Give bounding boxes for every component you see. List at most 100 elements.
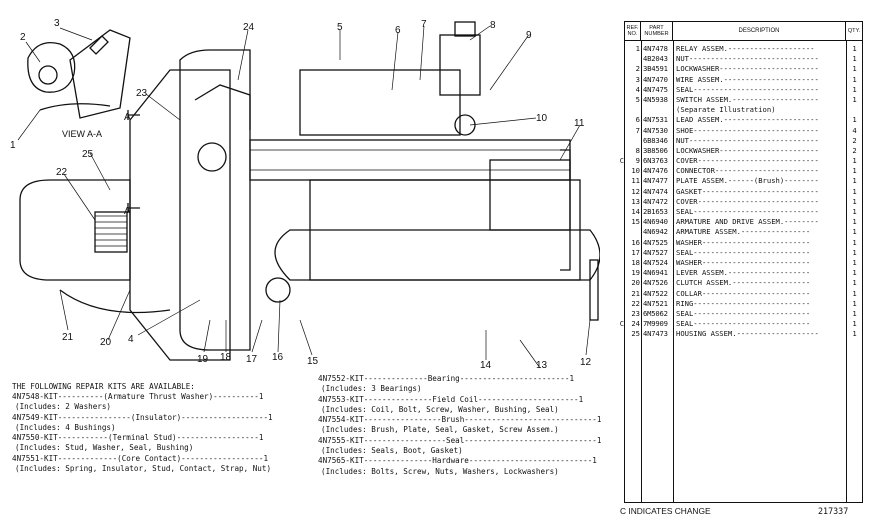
- qty-cell: 1: [852, 227, 857, 237]
- brush-plate: [489, 159, 571, 231]
- qty-cell: 1: [852, 176, 857, 186]
- part-number-cell: 4N7473: [643, 329, 668, 339]
- ref-no-cell: 1: [635, 44, 640, 53]
- change-indicator-note: C INDICATES CHANGE: [620, 506, 711, 516]
- qty-cell: 1: [852, 84, 857, 94]
- ref-no-cell: 7: [635, 125, 640, 135]
- part-number-cell: 3B8506: [643, 145, 668, 155]
- description-cell: COVER----------------------------: [676, 156, 819, 166]
- part-number-cell: 6N3763: [643, 156, 668, 166]
- description-cell: SEAL-----------------------------: [676, 207, 819, 216]
- part-number-cell: 4N7476: [643, 166, 668, 176]
- callout-17: 17: [246, 354, 258, 365]
- qty-cell: 1: [852, 268, 857, 278]
- part-number-cell: 4N6942: [643, 227, 668, 237]
- part-number-cell: 6M5062: [643, 308, 668, 318]
- section-arrow-upper: [127, 110, 140, 120]
- qty-cell: 1: [852, 44, 857, 53]
- solenoid-terminal-block: [439, 34, 481, 96]
- part-number-cell: 4N7521: [643, 298, 668, 308]
- callout-13: 13: [536, 360, 548, 371]
- change-mark: C: [619, 320, 624, 329]
- commutator-end-cover: [560, 149, 571, 271]
- ref-no-cell: 2: [635, 64, 640, 74]
- ref-no-cell: 8: [635, 145, 640, 155]
- ref-no-cell: 17: [631, 247, 640, 257]
- part-number-cell: 3B4591: [643, 64, 668, 74]
- part-number-cell: 4N7472: [643, 196, 668, 206]
- qty-cell: 2: [852, 135, 857, 145]
- ref-no-cell: 15: [631, 217, 640, 227]
- part-number-cell: 4N7522: [643, 288, 668, 298]
- qty-cell: 1: [852, 74, 857, 84]
- kit-note: (Includes: Brush, Plate, Seal, Gasket, S…: [321, 425, 559, 435]
- qty-cell: 1: [852, 237, 857, 247]
- leader-lines: [17, 25, 591, 369]
- lever-pivot: [194, 84, 251, 130]
- description-cell: ARMATURE ASSEM.----------------: [676, 227, 811, 237]
- kit-note: (Includes: 2 Washers): [15, 402, 112, 412]
- ref-no-cell: 10: [631, 166, 640, 176]
- kit-note: (Includes: Stud, Washer, Seal, Bushing): [15, 443, 194, 453]
- callout-15: 15: [307, 356, 319, 367]
- ref-no-cell: 6: [635, 115, 640, 125]
- qty-cell: 1: [852, 247, 857, 257]
- callout-20: 20: [100, 337, 112, 348]
- column-divider: [846, 41, 847, 502]
- part-number-cell: 4N6940: [643, 217, 668, 227]
- kit-line: 4N7553-KIT---------------Field Coil-----…: [318, 394, 584, 404]
- kit-line: 4N7552-KIT--------------Bearing---------…: [318, 374, 575, 383]
- callout-1: 1: [10, 140, 16, 151]
- callout-10: 10: [536, 113, 548, 124]
- description-cell: PLATE ASSEM.------(Brush)--------: [676, 176, 819, 186]
- callout-3: 3: [54, 18, 60, 29]
- kit-note: (Includes: Bolts, Screw, Nuts, Washers, …: [321, 466, 559, 476]
- callout-23: 23: [136, 88, 148, 99]
- part-number-cell: 4N7524: [643, 257, 668, 267]
- part-number-cell: 7M9909: [643, 319, 668, 329]
- callout-6: 6: [395, 25, 401, 36]
- repair-kits-right-column: 4N7552-KIT--------------Bearing---------…: [318, 374, 601, 477]
- qty-cell: 1: [852, 319, 857, 329]
- description-cell: SEAL-----------------------------: [676, 84, 819, 94]
- qty-cell: 1: [852, 166, 857, 176]
- description-cell: LEVER ASSEM.-------------------: [676, 268, 811, 278]
- description-cell: RING---------------------------: [676, 298, 811, 308]
- part-number-cell: 4N7475: [643, 84, 668, 94]
- kit-note: (Includes: 3 Bearings): [321, 384, 422, 394]
- qty-cell: 1: [852, 94, 857, 104]
- ref-no-cell: 16: [631, 237, 640, 247]
- end-cap: [589, 259, 599, 321]
- kit-note: (Includes: Coil, Bolt, Screw, Washer, Bu…: [321, 404, 559, 414]
- clutch-collar: [265, 277, 291, 303]
- ref-no-cell: 23: [631, 308, 640, 318]
- description-cell: (Separate Illustration): [676, 105, 776, 115]
- ref-no-cell: 19: [631, 268, 640, 278]
- ref-no-cell: 20: [631, 278, 640, 288]
- callout-18: 18: [220, 352, 232, 363]
- kit-line: 4N7548-KIT----------(Armature Thrust Was…: [12, 392, 264, 401]
- callout-11: 11: [574, 118, 585, 129]
- kit-note: (Includes: 4 Bushings): [15, 422, 116, 432]
- relay-bracket: [69, 29, 131, 119]
- part-number-cell: 4N7527: [643, 247, 668, 257]
- callout-4: 4: [128, 334, 134, 345]
- part-number-cell: 4N6941: [643, 268, 668, 278]
